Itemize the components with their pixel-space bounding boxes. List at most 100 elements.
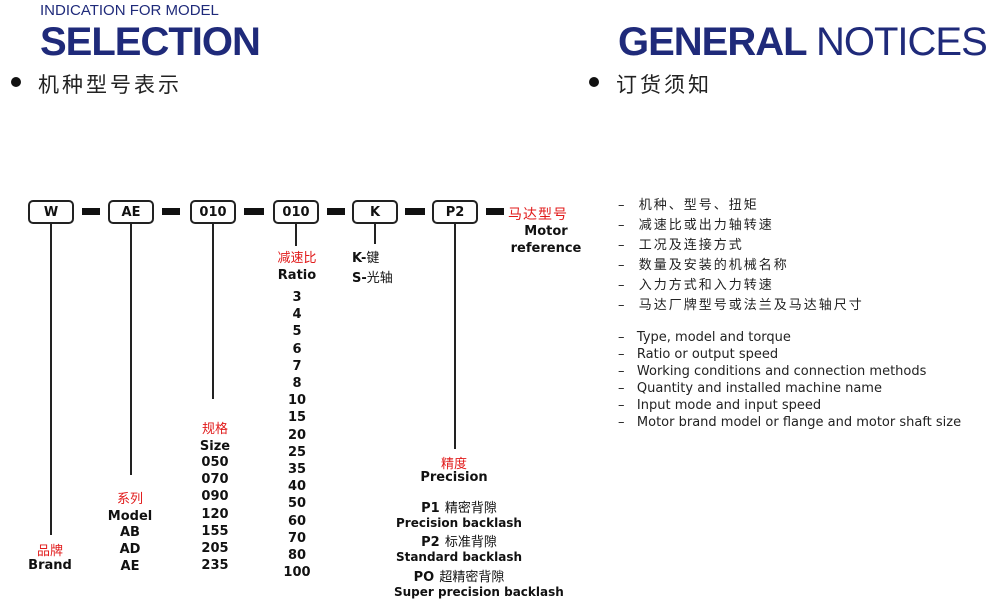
motor-label-en-1: Motor: [524, 224, 568, 239]
code-dash: [244, 208, 264, 215]
ratio-value: 35: [287, 462, 307, 478]
code-dash: [405, 208, 425, 215]
ratio-value: 60: [287, 513, 307, 529]
notice-item-cn: – 机种、型号、扭矩: [618, 198, 759, 213]
precision-en: Standard backlash: [395, 550, 523, 564]
ratio-value: 25: [287, 444, 307, 460]
code-dash: [327, 208, 345, 215]
precision-code: P1: [421, 501, 440, 516]
code-box-shaft: K: [352, 200, 398, 224]
size-value: 070: [201, 472, 229, 488]
size-value: 090: [201, 489, 229, 505]
precision-code: PO: [413, 570, 435, 585]
bullet-icon: [589, 77, 599, 87]
notice-item-en: – Type, model and torque: [618, 330, 791, 345]
notices-heading-light: NOTICES: [815, 20, 988, 64]
ratio-value: 80: [287, 548, 307, 564]
notice-item-cn: – 入力方式和入力转速: [618, 278, 774, 293]
notice-item-en: – Working conditions and connection meth…: [618, 364, 927, 379]
shaft-smooth-code: S-: [352, 271, 367, 286]
code-dash: [82, 208, 100, 215]
precision-option-title: PO 超精密背隙: [394, 566, 524, 585]
selection-bullet-title: 机种型号表示: [38, 73, 182, 97]
notice-item-en: – Motor brand model or flange and motor …: [618, 415, 962, 430]
ratio-value: 50: [287, 496, 307, 512]
shaft-key-cn: 键: [366, 251, 380, 266]
notice-item-cn: – 工况及连接方式: [618, 238, 744, 253]
connector-line-brand: [50, 224, 52, 535]
connector-line-model: [130, 224, 132, 475]
ratio-group: 减速比 Ratio 3 4 5 6 7 8 10 15 20 25 35 40 …: [262, 247, 332, 581]
precision-cn: 精密背隙: [444, 501, 497, 516]
precision-option-title: P2 标准背隙: [394, 531, 524, 550]
ratio-value: 20: [287, 427, 307, 443]
notice-item-en: – Quantity and installed machine name: [618, 381, 882, 396]
precision-option: PO 超精密背隙 Super precision backlash: [394, 566, 564, 599]
size-value: 120: [201, 506, 229, 522]
ratio-value: 70: [287, 530, 307, 546]
ratio-label-en: Ratio: [277, 268, 317, 283]
ratio-value: 15: [287, 410, 307, 426]
brand-label-en: Brand: [28, 558, 72, 573]
selection-heading: SELECTION: [40, 20, 261, 64]
precision-code: P2: [421, 535, 440, 550]
notice-item-en: – Input mode and input speed: [618, 398, 822, 413]
ratio-value: 3: [292, 290, 302, 305]
notice-item-cn: – 减速比或出力轴转速: [618, 218, 774, 233]
ratio-value: 10: [287, 393, 307, 409]
connector-line-shaft: [374, 224, 376, 244]
code-box-size: 010: [190, 200, 236, 224]
ratio-value: 100: [283, 565, 311, 581]
notices-bullet-title: 订货须知: [616, 73, 712, 97]
code-box-ratio: 010: [273, 200, 319, 224]
notices-en-list: – Type, model and torque – Ratio or outp…: [618, 330, 961, 432]
size-group: 规格 Size 050 070 090 120 155 205 235: [180, 418, 250, 574]
shaft-key-code: K-: [352, 251, 367, 266]
model-label-en: Model: [107, 509, 153, 524]
notice-item-cn: – 马达厂牌型号或法兰及马达轴尺寸: [618, 298, 864, 313]
code-box-precision: P2: [432, 200, 478, 224]
precision-option: P1 精密背隙 Precision backlash: [394, 497, 524, 530]
precision-label-cn: 精度: [440, 457, 467, 472]
ratio-value: 40: [287, 479, 307, 495]
precision-cn: 超精密背隙: [439, 570, 505, 585]
ratio-value: 6: [292, 341, 302, 357]
shaft-smooth-cn: 光轴: [366, 271, 393, 286]
connector-line-precision: [454, 224, 456, 449]
size-value: 235: [201, 558, 229, 574]
shaft-key-option: K-键: [352, 247, 412, 266]
model-label-cn: 系列: [116, 492, 143, 507]
precision-en: Precision backlash: [396, 516, 522, 530]
code-box-model: AE: [108, 200, 154, 224]
precision-option: P2 标准背隙 Standard backlash: [394, 531, 524, 564]
precision-en: Super precision backlash: [394, 585, 564, 599]
size-value: 155: [201, 523, 229, 539]
model-value-selected: AE: [120, 559, 140, 575]
code-dash: [162, 208, 180, 215]
shaft-smooth-option: S-光轴: [352, 267, 412, 286]
model-value: AB: [120, 525, 140, 540]
model-group: 系列 Model AB AD AE: [95, 488, 165, 576]
notices-cn-list: – 机种、型号、扭矩 – 减速比或出力轴转速 – 工况及连接方式 – 数量及安装…: [618, 194, 864, 314]
brand-label-cn: 品牌: [36, 544, 63, 559]
connector-line-ratio: [295, 224, 297, 246]
ratio-label-cn: 减速比: [277, 251, 317, 266]
motor-label-cn: 马达型号: [508, 207, 568, 223]
ratio-value: 4: [292, 307, 302, 323]
connector-line-size: [212, 224, 214, 399]
selection-subheading: INDICATION FOR MODEL: [40, 2, 219, 19]
precision-option-title: P1 精密背隙: [394, 497, 524, 516]
notice-item-cn: – 数量及安装的机械名称: [618, 258, 789, 273]
size-label-cn: 规格: [201, 422, 228, 437]
code-box-brand: W: [28, 200, 74, 224]
code-dash: [486, 208, 504, 215]
size-label-en: Size: [199, 439, 231, 454]
notice-item-en: – Ratio or output speed: [618, 347, 779, 362]
precision-cn: 标准背隙: [444, 535, 497, 550]
size-value: 050: [201, 455, 229, 470]
notices-heading-bold: GENERAL: [618, 20, 807, 64]
size-value: 205: [201, 541, 229, 557]
ratio-value: 8: [292, 376, 302, 392]
motor-label-en-2: reference: [510, 241, 582, 256]
precision-label-en: Precision: [420, 470, 488, 485]
